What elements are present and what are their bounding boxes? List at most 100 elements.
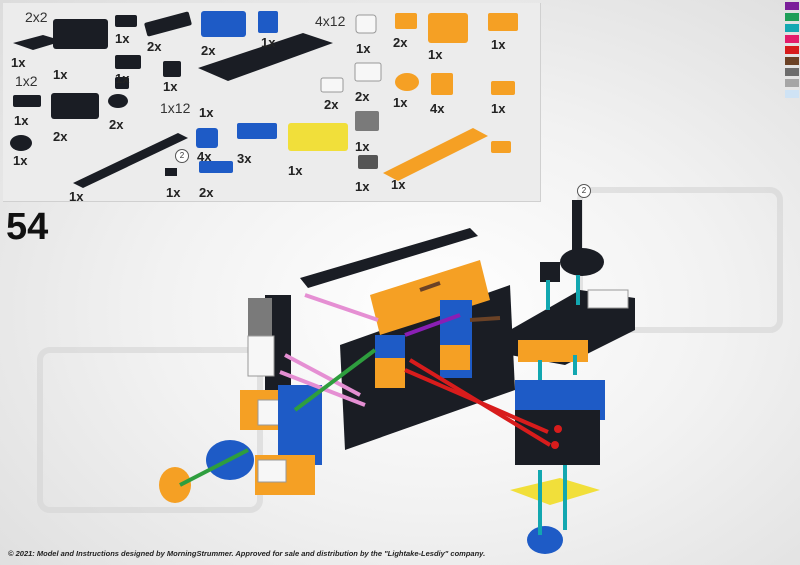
- arrow-red: [408, 358, 552, 447]
- part-orange-brick-2x2: [428, 13, 468, 43]
- color-swatch-strip: [785, 2, 799, 101]
- blue-stack: [278, 385, 322, 465]
- part-qty: 1x: [428, 47, 443, 62]
- part-plate-1x12: [73, 133, 188, 188]
- arrow-pink: [304, 293, 379, 322]
- blue-round-bottom: [527, 526, 563, 554]
- yellow-plate: [510, 478, 600, 505]
- axle-vertical: [572, 200, 582, 258]
- part-bracket: [163, 61, 181, 77]
- part-qty: 1x: [393, 95, 408, 110]
- part-qty: 1x: [491, 37, 506, 52]
- orange-brick-lower: [240, 390, 300, 430]
- part-tile-1x2-a: [115, 15, 137, 27]
- part-small-b: [115, 77, 129, 89]
- callout-axle-length: 2: [175, 149, 189, 163]
- part-round-tile: [10, 135, 32, 151]
- color-swatch: [785, 35, 799, 43]
- arrow-green: [179, 448, 249, 487]
- parts-list-panel: 2x2 1x2 4x12 1x12 2 1x 1x 1x 2x 2x 1x 1x…: [3, 3, 541, 204]
- part-qty: 1x: [115, 71, 130, 86]
- part-qty: 2x: [109, 117, 124, 132]
- part-gray-bracket: [355, 111, 379, 131]
- part-axle-2: [165, 168, 177, 176]
- dimension-label-4x12: 4x12: [315, 13, 346, 29]
- arrow-green: [293, 348, 377, 412]
- part-qty: 2x: [53, 129, 68, 144]
- part-orange-round: [395, 73, 419, 91]
- blue-column: [440, 300, 472, 378]
- dimension-label-1x12: 1x12: [160, 100, 191, 116]
- part-plate-1x4: [144, 11, 192, 37]
- part-orange-plate-1x8: [383, 128, 488, 181]
- part-qty: 2x: [324, 97, 339, 112]
- dimension-label-2x2: 2x2: [25, 9, 48, 25]
- black-beam-top: [300, 228, 478, 288]
- part-plate-1x2-a: [115, 55, 141, 69]
- color-swatch: [785, 2, 799, 10]
- color-swatch: [785, 13, 799, 21]
- part-qty: 1x: [261, 35, 276, 50]
- orange-brick-left: [375, 358, 405, 388]
- part-qty: 2x: [393, 35, 408, 50]
- blue-brick-right: [515, 380, 605, 420]
- part-qty: 2x: [199, 185, 214, 200]
- color-swatch: [785, 68, 799, 76]
- part-plate-2x2: [13, 35, 63, 50]
- part-qty: 1x: [356, 41, 371, 56]
- parts-illustrations: [10, 11, 518, 188]
- part-yellow-plate: [288, 123, 348, 151]
- part-qty: 1x: [69, 189, 84, 204]
- color-swatch: [785, 90, 799, 98]
- part-qty: 1x: [355, 139, 370, 154]
- part-qty: 1x: [491, 101, 506, 116]
- part-qty: 2x: [147, 39, 162, 54]
- part-qty: 4x: [430, 101, 445, 116]
- part-qty: 4x: [197, 149, 212, 164]
- arrow-red: [404, 368, 549, 434]
- arrow-brown: [469, 316, 501, 322]
- copyright-footer: © 2021: Model and Instructions designed …: [8, 549, 486, 558]
- part-blue-brick: [258, 11, 278, 33]
- part-qty: 1x: [53, 67, 68, 82]
- part-qty: 3x: [237, 151, 252, 166]
- part-plate-4x12: [198, 33, 333, 81]
- part-gray-hinge: [358, 155, 378, 169]
- red-pin-hole: [554, 425, 562, 433]
- assembly-arrows: [179, 275, 580, 535]
- white-brick-lower: [257, 399, 287, 426]
- part-white-tile: [320, 77, 344, 93]
- part-qty: 1x: [115, 31, 130, 46]
- color-swatch: [785, 46, 799, 54]
- orange-base: [255, 455, 315, 495]
- part-qty: 1x: [288, 163, 303, 178]
- orange-plate: [370, 260, 490, 335]
- white-tile-right: [587, 289, 629, 309]
- part-qty: 1x: [355, 179, 370, 194]
- part-orange-plate: [488, 13, 518, 31]
- part-qty: 1x: [13, 153, 28, 168]
- blue-round-plate: [206, 440, 254, 480]
- part-qty: 2x: [355, 89, 370, 104]
- part-blue-plate: [201, 11, 246, 37]
- part-qty: 1x: [166, 185, 181, 200]
- part-white-clip: [354, 62, 382, 82]
- red-pin-hole: [551, 441, 559, 449]
- white-brick: [247, 335, 275, 377]
- part-orange-tile: [491, 81, 515, 95]
- color-swatch: [785, 79, 799, 87]
- gray-bracket: [248, 298, 272, 336]
- part-white-brick: [355, 14, 377, 34]
- orange-brick-center: [440, 345, 470, 370]
- arrow-purple: [404, 313, 461, 337]
- part-qty: 1x: [199, 105, 214, 120]
- part-blue-tile-1x2: [199, 161, 233, 173]
- part-qty: 1x: [163, 79, 178, 94]
- part-blue-plate-1x3: [237, 123, 277, 139]
- part-qty: 2x: [201, 43, 216, 58]
- black-plate-4x12: [340, 285, 515, 450]
- arrow-pink: [284, 353, 361, 397]
- dimension-label-1x2: 1x2: [15, 73, 38, 89]
- part-blue-round: [196, 128, 218, 148]
- black-vertical-beam: [265, 295, 291, 405]
